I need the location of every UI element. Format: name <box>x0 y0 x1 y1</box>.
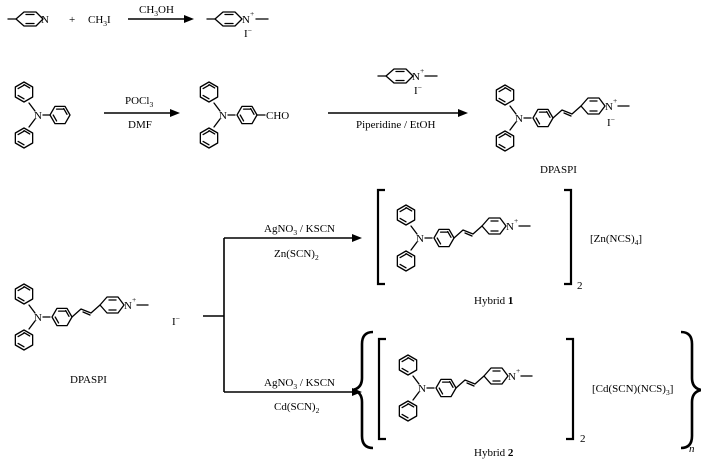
reaction-3: N N + I− DPASPI AgNO3 / KSCN Zn(SCN)2 Ag… <box>15 188 701 459</box>
n-plus: + <box>516 366 520 375</box>
dmf-condition: DMF <box>128 119 152 131</box>
n-plus: + <box>132 295 136 304</box>
left-bracket <box>376 188 385 286</box>
reagent-n: N <box>412 71 420 83</box>
pyridinium-reagent: N + I− <box>377 66 438 97</box>
right-brace <box>680 330 701 450</box>
pyridine-n: N <box>41 14 49 26</box>
amine-n: N <box>34 110 42 122</box>
right-bracket <box>564 188 573 286</box>
branch1-salt: Zn(SCN)2 <box>274 248 319 262</box>
aldehyde-intermediate: N CHO <box>200 82 289 148</box>
branch1-reagent: AgNO3 / KSCN <box>264 223 335 237</box>
amine-n: N <box>515 113 523 125</box>
iodide-ion: I− <box>607 115 615 129</box>
hybrid-2: N N + 2 [Cd(SCN)(NCS)3] n Hybrid 2 <box>352 330 701 459</box>
hybrid-1: N N + 2 [Zn(NCS)4] Hybrid 1 <box>376 188 642 307</box>
methanol-condition: CH3OH <box>139 4 174 18</box>
left-brace <box>352 330 374 450</box>
pyridinium-n: N <box>605 101 613 113</box>
reagent-n-plus: + <box>420 66 424 75</box>
reagent-iodide: I− <box>414 83 422 97</box>
hybrid-1-cation: N N + <box>397 205 531 271</box>
hybrid-1-stoich: 2 <box>577 280 583 292</box>
aldehyde-group: CHO <box>266 110 289 122</box>
plus-sign: + <box>69 14 75 26</box>
arrow-head <box>352 234 362 242</box>
hybrid-2-cation: N N + <box>399 355 533 421</box>
hybrid-2-anion: [Cd(SCN)(NCS)3] <box>592 383 673 397</box>
dpaspi-start: N N + I− <box>15 284 180 350</box>
pyridinium-n: N <box>124 300 132 312</box>
reaction-1: N + CH3I CH3OH N + I− <box>7 4 269 40</box>
amine-n: N <box>219 110 227 122</box>
amine-n: N <box>34 312 42 324</box>
polymer-index: n <box>689 443 695 455</box>
hybrid-2-label: Hybrid 2 <box>474 447 514 459</box>
pyridinium-n: N <box>242 14 250 26</box>
pocl3-condition: POCl3 <box>125 95 153 109</box>
hybrid-1-anion: [Zn(NCS)4] <box>590 233 642 247</box>
piperidine-condition: Piperidine / EtOH <box>356 119 435 131</box>
amine-n: N <box>416 233 424 245</box>
branch2-reagent: AgNO3 / KSCN <box>264 377 335 391</box>
left-bracket <box>377 337 386 441</box>
dpaspi-label: DPASPI <box>540 164 577 176</box>
pyridinium-n: N <box>508 371 516 383</box>
n-plus: + <box>250 9 254 18</box>
pyridinium-n: N <box>506 221 514 233</box>
reaction-2: N POCl3 DMF N CHO N + I− Piperidine / Et… <box>15 66 630 176</box>
n-plus: + <box>514 216 518 225</box>
iodide-ion: I− <box>172 314 180 328</box>
methylpyridine: N <box>7 11 49 27</box>
amine-n: N <box>418 383 426 395</box>
n-plus: + <box>613 96 617 105</box>
arrow-head <box>184 15 194 23</box>
arrow-head <box>458 109 468 117</box>
triphenylamine: N <box>15 82 74 148</box>
hybrid-2-stoich: 2 <box>580 433 586 445</box>
methyl-iodide: CH3I <box>88 14 111 28</box>
right-bracket <box>566 337 575 441</box>
arrow-head <box>170 109 180 117</box>
dpaspi-product: N N + I− <box>496 85 630 151</box>
hybrid-1-label: Hybrid 1 <box>474 295 513 307</box>
methylpyridinium-product: N + I− <box>206 9 269 40</box>
branch2-salt: Cd(SCN)2 <box>274 401 320 415</box>
dpaspi-start-label: DPASPI <box>70 374 107 386</box>
iodide-ion: I− <box>244 26 252 40</box>
